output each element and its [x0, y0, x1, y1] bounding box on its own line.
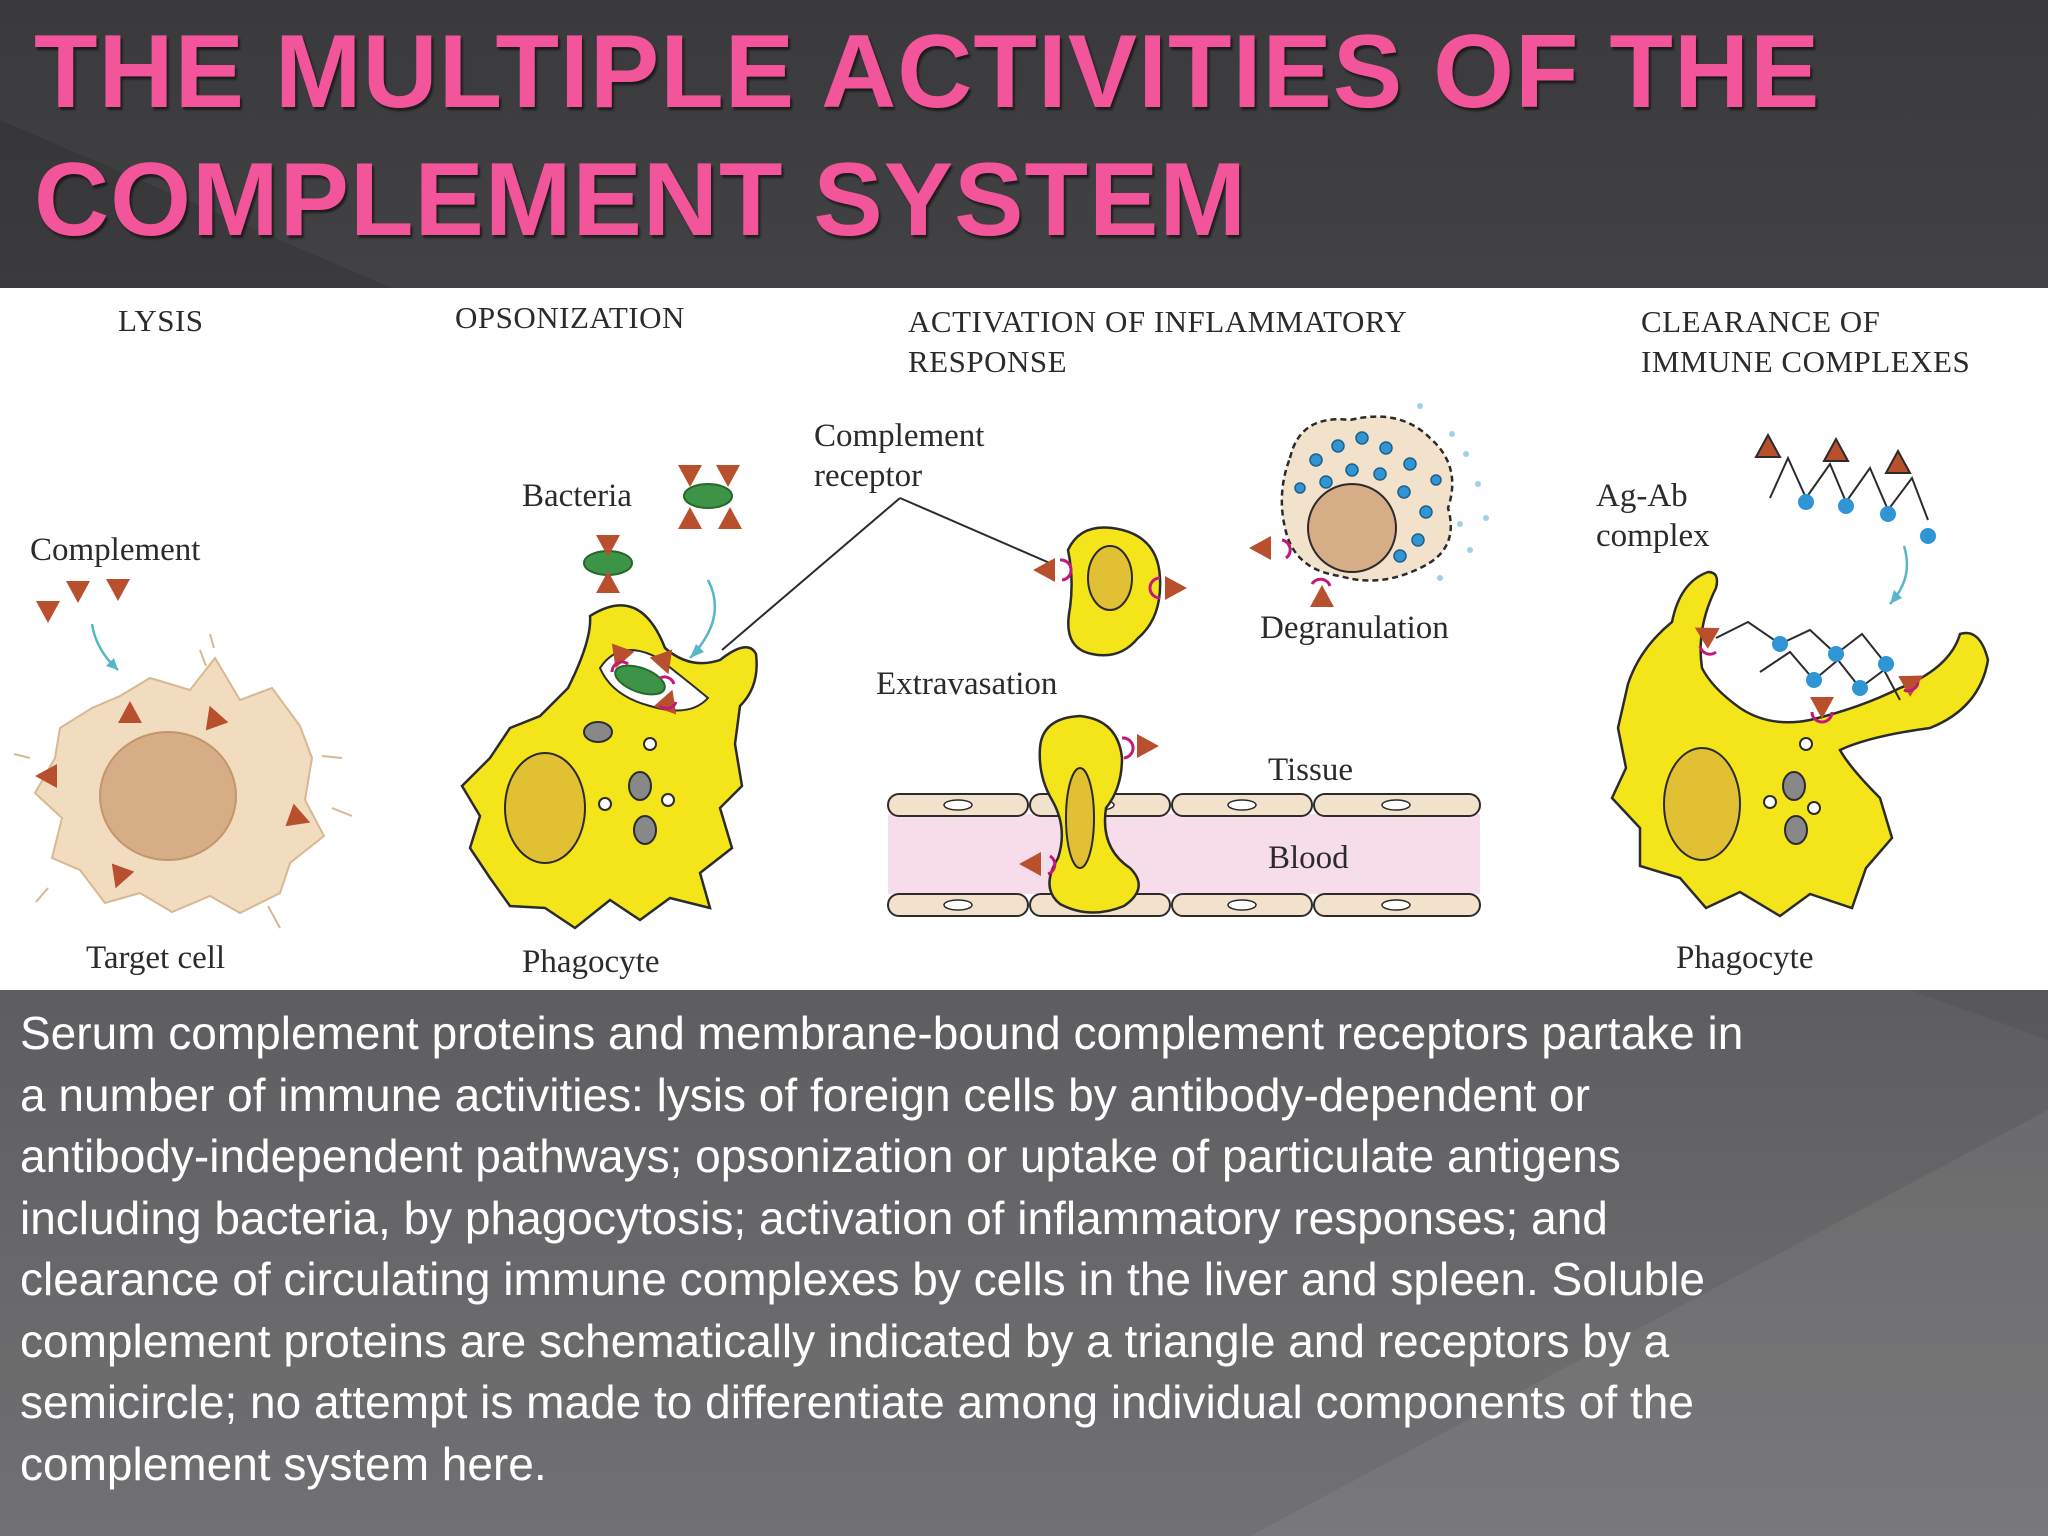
label-tissue: Tissue	[1268, 752, 1353, 788]
label-complement-receptor-line-2: receptor	[814, 458, 922, 494]
caption-line-2: a number of immune activities: lysis of …	[20, 1068, 1590, 1121]
label-bacteria: Bacteria	[522, 478, 632, 514]
heading-lysis: LYSIS	[118, 303, 204, 338]
label-phagocyte-left: Phagocyte	[522, 944, 659, 980]
caption-line-5: clearance of circulating immune complexe…	[20, 1253, 1705, 1305]
label-target-cell: Target cell	[86, 940, 225, 976]
heading-clearance-line-1: CLEARANCE OF	[1641, 304, 1880, 339]
heading-opsonization: OPSONIZATION	[455, 300, 685, 335]
granules-left	[583, 721, 675, 845]
phagocyte-right-nucleus	[1663, 747, 1741, 861]
slide-title: THE MULTIPLE ACTIVITIES OF THE COMPLEMEN…	[34, 8, 1994, 264]
phagocyte-left-nucleus	[504, 752, 586, 864]
figure-illustration: LYSIS OPSONIZATION ACTIVATION OF INFLAMM…	[13, 300, 1990, 980]
heading-inflammatory-line-2: RESPONSE	[908, 344, 1067, 379]
clearance-panel: Ag-Ab complex	[1596, 434, 1990, 976]
lysis-panel: Complement Target cell	[13, 532, 353, 976]
label-complement: Complement	[30, 532, 200, 568]
heading-inflammatory-line-1: ACTIVATION OF INFLAMMATORY	[908, 304, 1407, 339]
complement-triangles-free	[36, 579, 130, 623]
slide-title-line-2: COMPLEMENT SYSTEM	[34, 142, 1248, 258]
slide-title-line-1: THE MULTIPLE ACTIVITIES OF THE	[34, 14, 1821, 130]
bacterium-free-2	[583, 535, 633, 593]
label-blood: Blood	[1268, 840, 1349, 876]
opsonization-panel: Bacteria	[460, 465, 758, 980]
label-extravasation: Extravasation	[876, 666, 1057, 702]
caption-line-7: semicircle; no attempt is made to differ…	[20, 1376, 1694, 1428]
immune-complex-bound	[1715, 620, 1901, 701]
figure-caption: Serum complement proteins and membrane-b…	[20, 1003, 2020, 1495]
inflammatory-panel: Complement receptor	[814, 403, 1489, 917]
receptors-engulfed	[610, 660, 678, 711]
caption-line-6: complement proteins are schematically in…	[20, 1314, 1670, 1367]
degranulating-mast-cell	[1249, 403, 1489, 607]
caption-line-8: complement system here.	[20, 1437, 547, 1490]
bacterium-engulfed	[614, 664, 666, 696]
immune-complex-free	[1755, 434, 1936, 544]
complement-activities-figure: LYSIS OPSONIZATION ACTIVATION OF INFLAMM…	[0, 288, 2048, 990]
receptor-pointer-lines	[721, 497, 1053, 651]
heading-clearance-line-2: IMMUNE COMPLEXES	[1641, 344, 1970, 379]
label-agab-line-2: complex	[1596, 518, 1710, 554]
blood-vessel	[887, 793, 1481, 917]
caption-line-1: Serum complement proteins and membrane-b…	[20, 1007, 1744, 1059]
caption-line-3: antibody-independent pathways; opsonizat…	[20, 1130, 1621, 1182]
label-complement-receptor-line-1: Complement	[814, 418, 984, 454]
label-phagocyte-right: Phagocyte	[1676, 940, 1813, 976]
target-cell-nucleus	[99, 731, 237, 861]
bacterium-free-1	[678, 465, 742, 529]
label-agab-line-1: Ag-Ab	[1596, 478, 1688, 514]
phagocyte-left	[460, 604, 758, 930]
caption-line-4: including bacteria, by phagocytosis; act…	[20, 1191, 1608, 1244]
label-degranulation: Degranulation	[1260, 610, 1449, 646]
opsonization-arrow	[689, 579, 717, 659]
granules-right	[1763, 737, 1821, 845]
